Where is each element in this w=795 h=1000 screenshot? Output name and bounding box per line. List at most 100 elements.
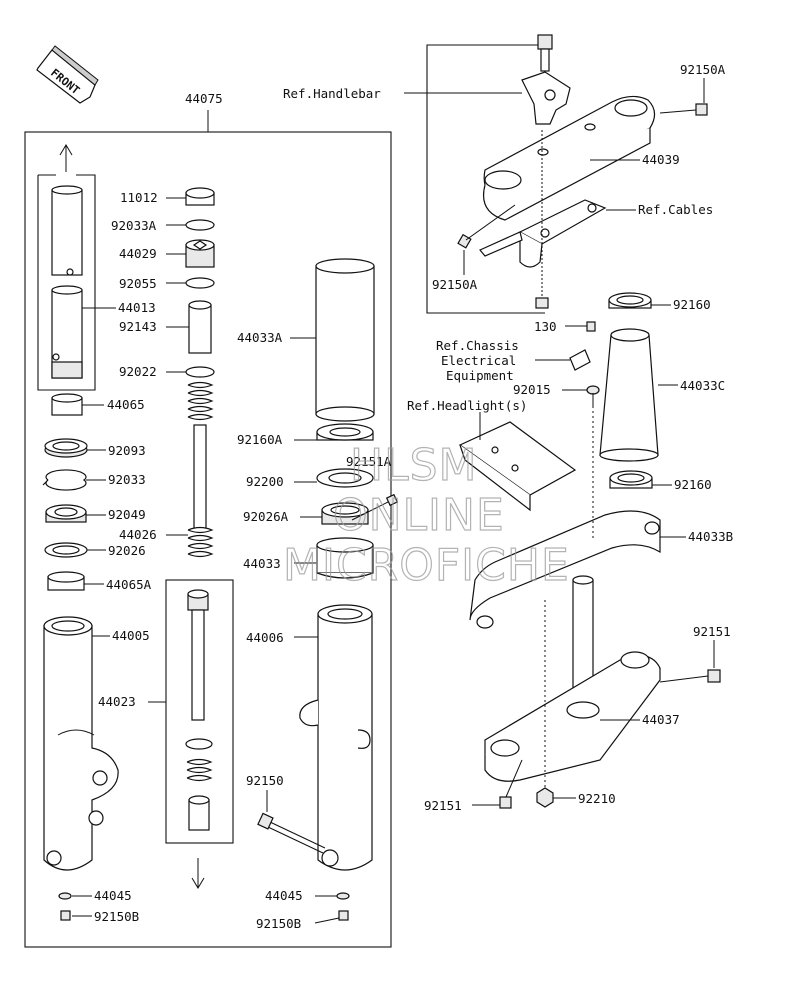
part-label-92150A-bottom: 92150A — [432, 277, 478, 292]
ref-cables-label: Ref.Cables — [638, 202, 713, 217]
part-label-44075: 44075 — [185, 91, 223, 106]
part-label-92026: 92026 — [108, 543, 146, 558]
part-label-92150: 92150 — [246, 773, 284, 788]
chassis-bracket — [569, 349, 591, 371]
part-label-44045-left: 44045 — [94, 888, 132, 903]
watermark-line-2: ONLINE — [333, 490, 505, 541]
seal-92093 — [44, 438, 88, 458]
spring-44026 — [187, 381, 214, 558]
screw-130 — [586, 321, 596, 332]
part-label-44006: 44006 — [246, 630, 284, 645]
part-label-11012: 11012 — [120, 190, 158, 205]
washer-92200 — [316, 468, 374, 488]
ref-handlebar-label: Ref.Handlebar — [283, 86, 381, 101]
part-label-44033: 44033 — [243, 556, 281, 571]
ref-chassis-label-1: Ref.Chassis — [436, 338, 519, 353]
outer-tube-44006 — [299, 604, 373, 871]
part-label-92151-left: 92151 — [424, 798, 462, 813]
part-label-92200: 92200 — [246, 474, 284, 489]
bolt-44029 — [185, 239, 215, 268]
bolt-top — [537, 34, 553, 72]
collar-92143 — [188, 300, 212, 354]
ref-headlight-label: Ref.Headlight(s) — [407, 398, 527, 413]
washer-44045-left — [58, 892, 72, 900]
part-label-44026: 44026 — [119, 527, 157, 542]
seal-92160-top — [608, 292, 652, 309]
part-label-44065: 44065 — [107, 397, 145, 412]
cable-bracket — [479, 199, 607, 268]
part-label-92160-bottom: 92160 — [674, 477, 712, 492]
part-label-44033C: 44033C — [680, 378, 725, 393]
part-label-92026A: 92026A — [243, 509, 289, 524]
ref-chassis-label-3: Equipment — [446, 368, 514, 383]
part-label-44037: 44037 — [642, 712, 680, 727]
watermark-line-1: HLSM — [350, 440, 478, 491]
part-label-92151-right: 92151 — [693, 624, 731, 639]
part-label-92210: 92210 — [578, 791, 616, 806]
part-label-92033: 92033 — [108, 472, 146, 487]
screw-92150A-bottom — [457, 204, 516, 249]
screw-92015 — [586, 385, 600, 406]
part-label-130: 130 — [534, 319, 557, 334]
seal-92160A — [316, 423, 374, 441]
ring-92033A — [185, 219, 215, 231]
lower-cover-44033B — [469, 510, 661, 629]
o-ring-92055 — [185, 277, 215, 289]
bolt-92150 — [257, 812, 326, 854]
bushing-44065 — [51, 393, 83, 416]
part-label-92160-top: 92160 — [673, 297, 711, 312]
damper-rod-44023 — [185, 589, 213, 831]
steering-stem-44037 — [484, 575, 661, 782]
part-label-92143: 92143 — [119, 319, 157, 334]
seal-92160-bottom — [609, 470, 653, 489]
outer-tube-44005 — [43, 616, 119, 871]
circlip-92033 — [42, 469, 87, 491]
washer-44045-right — [336, 892, 350, 900]
part-label-44065A: 44065A — [106, 577, 152, 592]
cap-11012 — [185, 187, 215, 206]
part-label-92093: 92093 — [108, 443, 146, 458]
headlight-bracket — [458, 421, 577, 512]
part-label-92022: 92022 — [119, 364, 157, 379]
part-label-92150B-left: 92150B — [94, 909, 139, 924]
inner-tube-44013 — [51, 185, 83, 379]
part-label-92055: 92055 — [119, 276, 157, 291]
part-label-92049: 92049 — [108, 507, 146, 522]
part-label-44039: 44039 — [642, 152, 680, 167]
part-label-44005: 44005 — [112, 628, 150, 643]
handlebar-clamp — [521, 71, 571, 125]
nut-clamp — [535, 297, 549, 309]
part-label-44029: 44029 — [119, 246, 157, 261]
part-label-92151A: 92151A — [346, 454, 392, 469]
screw-92151-right — [659, 669, 721, 683]
washer-92026 — [44, 542, 88, 558]
part-label-44033A: 44033A — [237, 330, 283, 345]
tube-cover-44033A — [315, 258, 375, 422]
bushing-44065A — [47, 571, 85, 591]
part-label-92150B-right: 92150B — [256, 916, 301, 931]
oil-seal-92049 — [45, 504, 87, 523]
bolt-92150B-right — [338, 910, 349, 921]
part-label-44023: 44023 — [98, 694, 136, 709]
front-direction-arrow: FRONT — [36, 45, 99, 104]
cover-44033 — [316, 537, 374, 579]
part-label-44013: 44013 — [118, 300, 156, 315]
part-label-44033B: 44033B — [688, 529, 733, 544]
part-label-92160A: 92160A — [237, 432, 283, 447]
nut-92210 — [536, 787, 554, 808]
watermark: HLSM ONLINE MICROFICHE — [282, 439, 570, 591]
screw-92151-left — [499, 759, 523, 809]
ref-chassis-label-2: Electrical — [441, 353, 516, 368]
bolt-92150B-left — [60, 910, 71, 921]
part-label-92150A-top: 92150A — [680, 62, 726, 77]
upper-bracket-44039 — [483, 95, 656, 221]
screw-92150A-top — [659, 103, 708, 116]
part-label-92033A: 92033A — [111, 218, 157, 233]
watermark-line-3: MICROFICHE — [283, 540, 570, 591]
washer-92022 — [185, 366, 215, 378]
part-label-44045-right: 44045 — [265, 888, 303, 903]
part-label-92015: 92015 — [513, 382, 551, 397]
tube-cover-44033C — [599, 328, 659, 462]
